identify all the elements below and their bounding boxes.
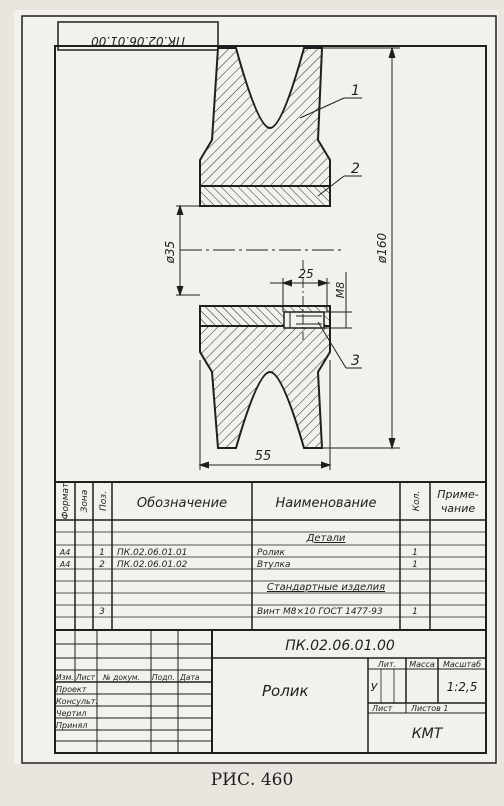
scale-value: 1:2,5 (447, 680, 478, 694)
row2-name: Втулка (257, 560, 290, 570)
row1-format: А4 (59, 548, 71, 557)
dim-25: 25 (298, 267, 313, 281)
role-project: Проект (56, 685, 87, 694)
dim-160: ø160 (375, 233, 389, 265)
std-row-name: Винт М8×10 ГОСТ 1477-93 (257, 607, 383, 617)
mass-header: Масса (409, 660, 435, 669)
hdr-name: Наименование (275, 496, 376, 511)
row2-format: А4 (59, 560, 71, 569)
row2-pos: 2 (99, 560, 105, 570)
sheet-label: Лист (371, 704, 393, 713)
sheet-frame (21, 15, 497, 764)
role-approved: Принял (56, 721, 87, 730)
sheets-label: Листов 1 (410, 704, 449, 713)
org-name: КМТ (412, 726, 444, 742)
std-row-pos: 3 (99, 607, 105, 617)
hdr-format: Формат (61, 482, 71, 519)
lit-header: Лит. (377, 660, 396, 669)
hdr-pos: Поз. (99, 491, 109, 511)
hdr-note-1: Приме- (437, 488, 478, 501)
row2-designation: ПК.02.06.01.02 (117, 560, 188, 570)
std-row-qty: 1 (412, 607, 418, 617)
figure-caption: РИС. 460 (210, 770, 294, 790)
pulley-section (180, 47, 345, 449)
row1-name: Ролик (257, 548, 286, 558)
lit-value: У (371, 681, 379, 694)
rotated-stamp-box (57, 21, 219, 51)
hdr-qty: Кол. (412, 491, 422, 512)
dimension-labels: ø160 ø35 25 М8 55 1 2 3 (163, 83, 389, 464)
dim-m8: М8 (334, 282, 347, 299)
dimensions (176, 46, 400, 470)
col-sign: Подп. (152, 673, 175, 682)
section-standard: Стандартные изделия (267, 582, 385, 593)
rotated-stamp-text: ПК.02.06.01.00 (91, 34, 185, 48)
col-date: Дата (179, 673, 200, 682)
section-parts: Детали (306, 533, 346, 544)
col-doc: № докум. (102, 673, 140, 682)
row1-designation: ПК.02.06.01.01 (117, 548, 187, 558)
hdr-zone: Зона (80, 490, 90, 513)
drawing-title: Ролик (262, 682, 309, 700)
dim-35: ø35 (163, 241, 177, 265)
leader-label-2: 2 (351, 161, 360, 177)
leader-label-3: 3 (351, 353, 360, 369)
row1-pos: 1 (99, 548, 105, 558)
row2-qty: 1 (412, 560, 418, 570)
role-consult: Консульт. (56, 697, 98, 706)
row1-qty: 1 (412, 548, 418, 558)
drawing-border (54, 45, 487, 754)
dim-55: 55 (255, 449, 272, 464)
doc-number: ПК.02.06.01.00 (285, 638, 395, 654)
hdr-designation: Обозначение (137, 496, 227, 511)
role-drawn: Чертил (56, 709, 86, 718)
leader-label-1: 1 (351, 83, 360, 99)
hdr-note-2: чание (441, 502, 476, 515)
col-list: Лист (75, 673, 96, 682)
col-izm: Изм. (56, 673, 74, 682)
scale-header: Масштаб (443, 660, 481, 669)
specification-table: Формат Зона Поз. Обозначение Наименовани… (55, 481, 486, 630)
title-block: Изм. Лист № докум. Подп. Дата Проект Кон… (55, 629, 486, 753)
